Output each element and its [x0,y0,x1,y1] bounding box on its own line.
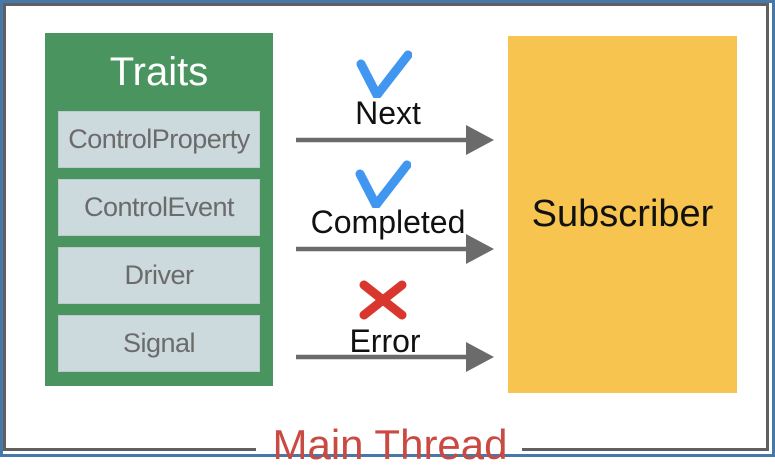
arrow-icon [296,342,494,372]
boundary-gap [256,442,522,452]
trait-item-controlevent: ControlEvent [58,179,260,236]
event-label-next: Next [355,95,421,131]
main-thread-label: Main Thread [272,421,508,465]
trait-item-controlproperty: ControlProperty [58,111,260,168]
subscriber-panel: Subscriber [508,36,737,393]
event-label-completed: Completed [310,204,466,240]
checkmark-icon [356,50,412,98]
arrow-icon [296,125,494,155]
checkmark-icon [355,160,411,208]
event-label-error: Error [349,323,421,359]
arrow-icon [296,234,494,264]
trait-item-signal: Signal [58,315,260,372]
subscriber-label: Subscriber [531,193,714,235]
cross-icon [359,280,407,320]
traits-panel-title: Traits [109,49,209,94]
traits-panel: Traits ControlProperty ControlEvent Driv… [45,33,273,386]
trait-item-driver: Driver [58,247,260,304]
traits-item-list: ControlProperty ControlEvent Driver Sign… [45,111,273,372]
